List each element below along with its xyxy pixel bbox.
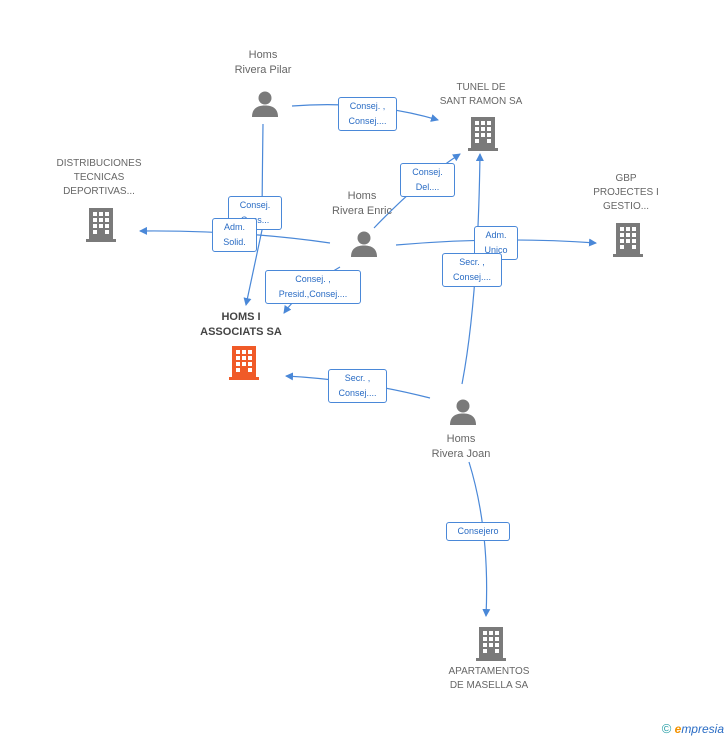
edge-label-line: Adm. bbox=[223, 222, 245, 232]
edge-label-line: Presid.,Consej.... bbox=[278, 289, 348, 299]
empresia-watermark: © empresia bbox=[662, 721, 724, 736]
node-label-homs: HOMS I ASSOCIATS SA bbox=[181, 310, 301, 340]
node-label-line: Homs bbox=[347, 190, 377, 202]
edge-label-line: Consej.... bbox=[452, 272, 492, 282]
edge-label-line: Solid. bbox=[223, 237, 246, 247]
node-label-enric: Homs Rivera Enric bbox=[302, 189, 422, 219]
edge-label-enric-distrib[interactable]: Adm. Solid. bbox=[212, 218, 257, 252]
node-label-line: SANT RAMON SA bbox=[439, 96, 523, 107]
edge-label-line: Adm. bbox=[485, 230, 507, 240]
node-label-line: PROJECTES I bbox=[593, 187, 659, 198]
copyright-symbol: © bbox=[661, 721, 672, 736]
building-icon[interactable] bbox=[467, 115, 499, 151]
node-label-joan: Homs Rivera Joan bbox=[401, 432, 521, 462]
edge-label-line: Secr. , bbox=[344, 373, 371, 383]
edge-label-line: Consej.... bbox=[348, 116, 387, 126]
person-icon[interactable] bbox=[448, 397, 478, 427]
edge-label-line: Consejero bbox=[457, 526, 499, 536]
building-icon[interactable] bbox=[612, 221, 644, 257]
edge-label-line: Consej.... bbox=[338, 388, 377, 398]
node-label-line: Rivera Pilar bbox=[234, 64, 292, 76]
edge-label-joan-apart[interactable]: Consejero bbox=[446, 522, 510, 541]
edge-label-line: Consej. , bbox=[295, 274, 331, 284]
node-label-line: GBP bbox=[615, 173, 637, 184]
node-label-gbp: GBP PROJECTES I GESTIO... bbox=[566, 172, 686, 214]
node-label-line: Rivera Enric bbox=[332, 205, 392, 217]
node-label-line: Homs bbox=[248, 49, 278, 61]
node-label-line: Homs bbox=[446, 433, 476, 445]
edge-label-line: Unico bbox=[484, 245, 508, 255]
node-label-line: ASSOCIATS SA bbox=[200, 326, 282, 338]
node-label-line: TUNEL DE bbox=[456, 82, 506, 93]
node-label-line: HOMS I bbox=[221, 311, 261, 323]
brand-logo-e: e bbox=[674, 722, 682, 736]
edge-label-enric-tunel[interactable]: Consej. Del.... bbox=[400, 163, 455, 197]
edge-label-pilar-tunel[interactable]: Consej. , Consej.... bbox=[338, 97, 397, 131]
edge-label-joan-tunel[interactable]: Secr. , Consej.... bbox=[442, 253, 502, 287]
edge-label-joan-homs[interactable]: Secr. , Consej.... bbox=[328, 369, 387, 403]
person-icon[interactable] bbox=[349, 229, 379, 259]
node-label-line: GESTIO... bbox=[602, 201, 650, 212]
edge-label-line: Del.... bbox=[415, 182, 440, 192]
edge-label-line: Consej. bbox=[239, 200, 271, 210]
node-label-line: DE MASELLA SA bbox=[449, 680, 529, 691]
node-label-line: DEPORTIVAS... bbox=[63, 186, 135, 197]
node-label-line: TECNICAS bbox=[73, 172, 125, 183]
node-label-line: DISTRIBUCIONES bbox=[56, 158, 142, 169]
node-label-distrib: DISTRIBUCIONES TECNICAS DEPORTIVAS... bbox=[39, 157, 159, 199]
node-label-line: Rivera Joan bbox=[431, 448, 491, 460]
brand-logo-text: mpresia bbox=[681, 722, 724, 736]
node-label-pilar: Homs Rivera Pilar bbox=[203, 48, 323, 78]
node-label-line: APARTAMENTOS bbox=[448, 666, 530, 677]
building-icon[interactable] bbox=[85, 206, 117, 242]
edge-label-line: Consej. bbox=[412, 167, 443, 177]
building-icon[interactable] bbox=[228, 344, 260, 380]
edge-label-enric-homs[interactable]: Consej. , Presid.,Consej.... bbox=[265, 270, 361, 304]
node-label-apart: APARTAMENTOS DE MASELLA SA bbox=[429, 665, 549, 693]
edge-label-line: Consej. , bbox=[349, 101, 386, 111]
person-icon[interactable] bbox=[250, 89, 280, 119]
edge-label-line: Secr. , bbox=[459, 257, 485, 267]
node-label-tunel: TUNEL DE SANT RAMON SA bbox=[421, 81, 541, 109]
building-icon[interactable] bbox=[475, 625, 507, 661]
